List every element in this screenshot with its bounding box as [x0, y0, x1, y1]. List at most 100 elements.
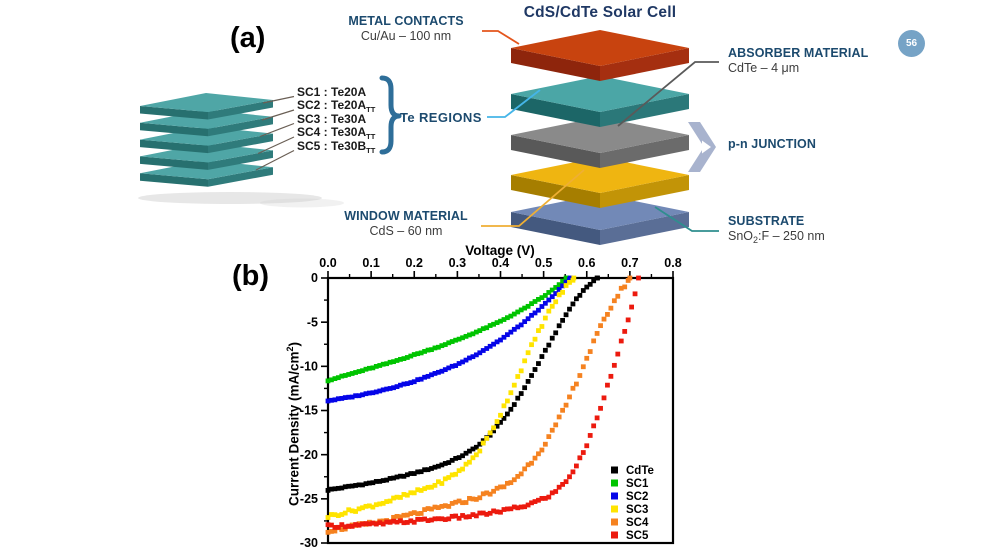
- data-point: [329, 512, 334, 517]
- data-point: [563, 283, 569, 288]
- data-point: [560, 407, 565, 413]
- data-point: [339, 527, 345, 532]
- data-point: [532, 336, 538, 342]
- data-point: [584, 284, 590, 290]
- data-point: [394, 474, 400, 480]
- sample-label-sc2: SC2 : Te20ATT: [297, 98, 376, 115]
- data-point: [480, 440, 486, 446]
- data-point: [442, 503, 448, 509]
- data-point: [456, 336, 462, 342]
- data-point: [453, 499, 459, 505]
- data-point: [373, 363, 379, 369]
- sample-label-sc1: SC1 : Te20A: [297, 85, 367, 99]
- data-point: [546, 297, 552, 303]
- data-point: [553, 489, 559, 494]
- solar-cell-diagram: [138, 30, 719, 245]
- cds-window-layer: [511, 157, 689, 208]
- data-point: [401, 520, 407, 526]
- data-point: [570, 469, 576, 475]
- legend-marker-sc4: [611, 518, 618, 526]
- data-point: [384, 477, 390, 483]
- data-point: [501, 507, 507, 512]
- data-point: [546, 290, 552, 295]
- data-point: [536, 328, 541, 333]
- data-point: [335, 396, 341, 402]
- data-point: [473, 329, 479, 335]
- data-point: [339, 485, 345, 491]
- data-point: [432, 345, 438, 351]
- data-point: [570, 301, 576, 307]
- data-point: [570, 385, 576, 391]
- data-point: [411, 352, 417, 357]
- sample-stack: [140, 93, 273, 187]
- data-point: [418, 516, 424, 522]
- data-point: [549, 303, 555, 309]
- data-point: [429, 466, 434, 471]
- data-point: [339, 512, 345, 517]
- data-point: [522, 385, 528, 391]
- data-point: [442, 461, 448, 466]
- data-point: [470, 331, 476, 337]
- layer-front-left: [511, 94, 600, 127]
- pn-arrow-head-icon: [702, 140, 711, 154]
- data-point: [449, 363, 455, 369]
- window-connector: [481, 169, 585, 227]
- data-point: [367, 390, 372, 396]
- data-point: [332, 525, 338, 530]
- data-point: [505, 332, 510, 338]
- data-point: [505, 315, 510, 321]
- data-point: [370, 365, 376, 371]
- data-point: [498, 484, 503, 490]
- data-point: [525, 502, 531, 508]
- data-point: [446, 516, 452, 522]
- series-cdte: [325, 275, 600, 493]
- data-point: [560, 481, 565, 487]
- data-point: [408, 511, 414, 517]
- slab-front-left: [140, 139, 208, 154]
- data-point: [394, 358, 400, 363]
- data-point: [539, 295, 545, 301]
- x-tick-label: 0.3: [449, 256, 466, 270]
- data-point: [335, 513, 341, 519]
- data-point: [436, 505, 441, 510]
- data-point: [394, 384, 400, 390]
- data-point: [353, 509, 358, 514]
- data-point: [380, 521, 386, 527]
- sc2-connector-line: [261, 109, 295, 121]
- data-point: [587, 433, 593, 438]
- data-point: [460, 513, 465, 518]
- data-point: [501, 415, 507, 421]
- metal-contacts-detail: Cu/Au – 100 nm: [360, 29, 452, 43]
- series-sc3: [325, 275, 577, 520]
- data-point: [518, 391, 524, 396]
- legend-marker-sc1: [611, 479, 618, 487]
- data-point: [446, 475, 452, 480]
- data-point: [380, 387, 386, 393]
- data-point: [501, 484, 507, 490]
- data-point: [463, 500, 469, 505]
- data-point: [356, 482, 362, 488]
- data-point: [425, 506, 431, 511]
- data-point: [339, 396, 345, 401]
- data-point: [580, 364, 586, 370]
- data-point: [525, 316, 531, 322]
- data-point: [346, 372, 352, 377]
- data-point: [470, 496, 476, 502]
- data-point: [494, 485, 500, 491]
- data-point: [429, 347, 434, 353]
- data-point: [560, 317, 565, 323]
- data-point: [477, 510, 483, 516]
- data-point: [439, 343, 445, 349]
- data-point: [377, 363, 383, 368]
- x-tick-label: 0.1: [362, 256, 379, 270]
- metal-contact-layer: [511, 30, 689, 81]
- data-point: [346, 507, 352, 513]
- data-point: [367, 365, 372, 371]
- data-point: [549, 335, 555, 341]
- data-point: [487, 510, 493, 516]
- data-point: [622, 329, 628, 334]
- data-point: [484, 490, 490, 496]
- data-point: [332, 512, 338, 518]
- data-point: [491, 488, 496, 494]
- data-point: [608, 373, 614, 379]
